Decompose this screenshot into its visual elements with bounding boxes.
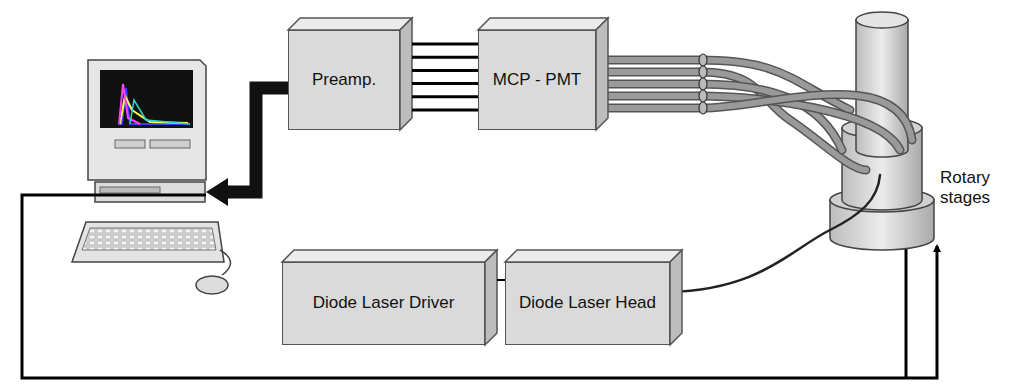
control-line — [22, 195, 937, 378]
box-side — [400, 18, 412, 130]
process-box: MCP - PMT — [478, 30, 596, 130]
box-side — [485, 250, 497, 345]
box-label: Preamp. — [312, 70, 376, 90]
data-arrow-head — [206, 178, 228, 206]
box-label: Diode Laser Head — [519, 293, 656, 313]
computer — [72, 60, 231, 294]
box-top — [288, 18, 412, 30]
part-label: Rotary stages — [940, 168, 1010, 207]
box-side — [670, 250, 682, 345]
box-label: Diode Laser Driver — [313, 293, 455, 313]
process-box: Preamp. — [288, 30, 400, 130]
connector — [412, 44, 478, 110]
connector — [497, 279, 505, 281]
process-box: Diode Laser Head — [505, 262, 670, 345]
process-box: Diode Laser Driver — [282, 262, 485, 345]
box-side — [596, 18, 608, 130]
box-label: MCP - PMT — [493, 70, 581, 90]
box-top — [478, 18, 608, 30]
box-top — [505, 250, 682, 262]
data-arrow — [226, 88, 288, 192]
box-top — [282, 250, 497, 262]
